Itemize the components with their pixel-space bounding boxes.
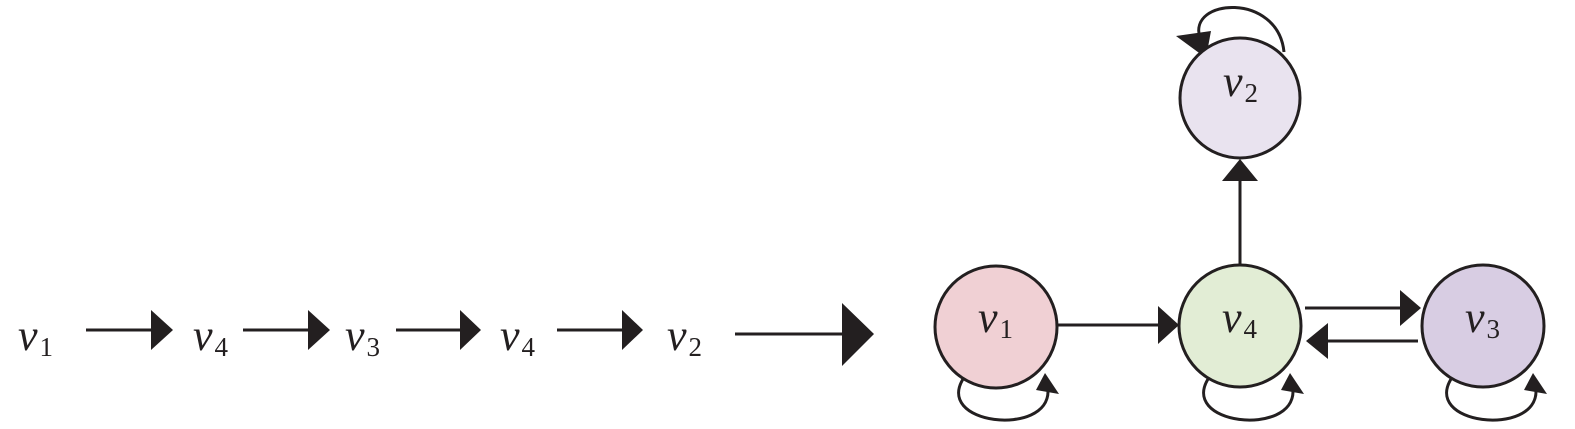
node-v1-circle xyxy=(933,264,1059,390)
self-loop-v1 xyxy=(957,373,1059,422)
seq-arrow-1 xyxy=(86,310,173,350)
node-v1: v1 xyxy=(933,264,1059,390)
graph: v2 v1 v4 v3 xyxy=(933,6,1547,422)
seq-label-5: v2 xyxy=(667,311,702,362)
seq-label-2: v4 xyxy=(193,311,229,362)
node-v1-label: v1 xyxy=(978,293,1013,344)
node-v3-label: v3 xyxy=(1465,293,1500,344)
edge-v4-v2 xyxy=(1222,159,1258,264)
seq-arrow-4 xyxy=(557,310,643,350)
self-loop-v4 xyxy=(1202,373,1304,422)
node-v4-label: v4 xyxy=(1222,293,1258,344)
node-v2-circle xyxy=(1178,36,1302,160)
edge-v1-v4 xyxy=(1058,306,1179,344)
seq-arrow-2 xyxy=(243,310,330,350)
edge-v3-v4 xyxy=(1306,323,1418,359)
visit-sequence: v1 v4 v3 v4 v2 xyxy=(18,310,702,362)
transform-arrow xyxy=(735,303,874,366)
node-v2-label: v2 xyxy=(1223,57,1258,108)
node-v3-circle xyxy=(1420,263,1546,389)
edge-v4-v3 xyxy=(1305,290,1421,326)
seq-label-4: v4 xyxy=(500,311,536,362)
node-v3: v3 xyxy=(1420,263,1546,389)
node-v4-circle xyxy=(1177,263,1303,389)
self-loop-v3 xyxy=(1445,373,1547,422)
seq-label-1: v1 xyxy=(18,311,53,362)
seq-arrow-3 xyxy=(396,310,481,350)
node-v2: v2 xyxy=(1178,36,1302,160)
seq-label-3: v3 xyxy=(345,311,380,362)
node-v4: v4 xyxy=(1177,263,1303,389)
